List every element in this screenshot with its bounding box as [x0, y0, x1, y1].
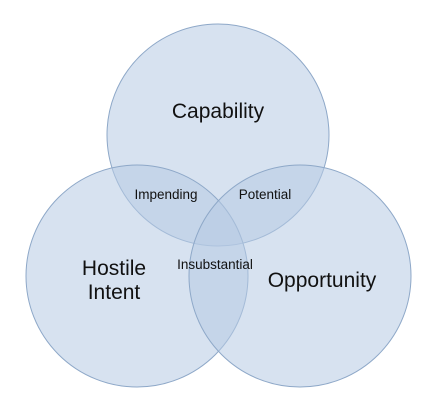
hostile-intent-label: Hostile Intent: [82, 257, 146, 305]
opportunity-label-text: Opportunity: [267, 268, 377, 292]
potential-label-text: Potential: [238, 187, 292, 203]
potential-label: Potential: [239, 187, 292, 203]
impending-label-text: Impending: [134, 187, 198, 203]
opportunity-label: Opportunity: [268, 269, 377, 293]
hostile-intent-label-line-2: Intent: [87, 281, 141, 304]
capability-label: Capability: [172, 100, 264, 124]
opportunity-circle: [188, 164, 412, 388]
impending-label: Impending: [134, 187, 197, 203]
insubstantial-label: Insubstantial: [177, 257, 253, 273]
insubstantial-label-text: Insubstantial: [177, 257, 253, 273]
capability-label-text: Capability: [171, 99, 265, 123]
hostile-intent-label-line-1: Hostile: [81, 256, 147, 280]
